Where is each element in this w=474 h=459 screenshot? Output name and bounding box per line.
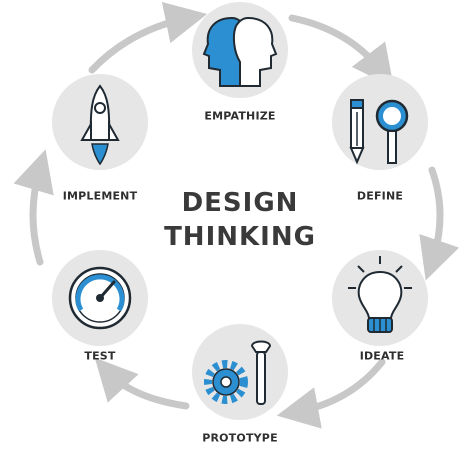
stage-label-implement: IMPLEMENT bbox=[62, 189, 138, 203]
magnifier-icon bbox=[375, 99, 409, 164]
gear-icon bbox=[204, 360, 248, 404]
stage-label-prototype: PROTOTYPE bbox=[202, 431, 278, 445]
arrow-ideate-to-prototype bbox=[276, 358, 386, 429]
stage-label-test: TEST bbox=[84, 349, 116, 363]
rocket-icon bbox=[80, 84, 120, 166]
cycle-arrows bbox=[13, 1, 460, 429]
speedometer-icon bbox=[68, 266, 132, 330]
stage-ideate bbox=[332, 250, 428, 346]
two-heads-icon bbox=[202, 16, 278, 87]
arrow-prototype-to-test bbox=[94, 357, 190, 410]
lightbulb-icon bbox=[348, 256, 412, 333]
stage-test bbox=[52, 250, 148, 346]
stage-label-ideate: IDEATE bbox=[359, 349, 405, 363]
arrow-define-to-ideate bbox=[419, 166, 460, 281]
stage-define bbox=[332, 74, 428, 170]
title-line-2: THINKING bbox=[164, 222, 316, 252]
title-line-1: DESIGN bbox=[181, 188, 299, 218]
stage-label-empathize: EMPATHIZE bbox=[204, 109, 276, 123]
stage-implement bbox=[52, 74, 148, 170]
stage-label-define: DEFINE bbox=[356, 189, 404, 203]
pencil-magnifier-icon bbox=[349, 99, 409, 165]
arrow-test-to-implement bbox=[13, 149, 54, 266]
stage-empathize bbox=[192, 2, 288, 98]
stage-prototype bbox=[192, 324, 288, 420]
arrow-implement-to-empathize bbox=[88, 1, 208, 74]
gear-wrench-icon bbox=[204, 340, 272, 405]
pencil-icon bbox=[349, 99, 365, 165]
arrow-empathize-to-define bbox=[288, 14, 394, 88]
wrench-icon bbox=[250, 340, 272, 405]
